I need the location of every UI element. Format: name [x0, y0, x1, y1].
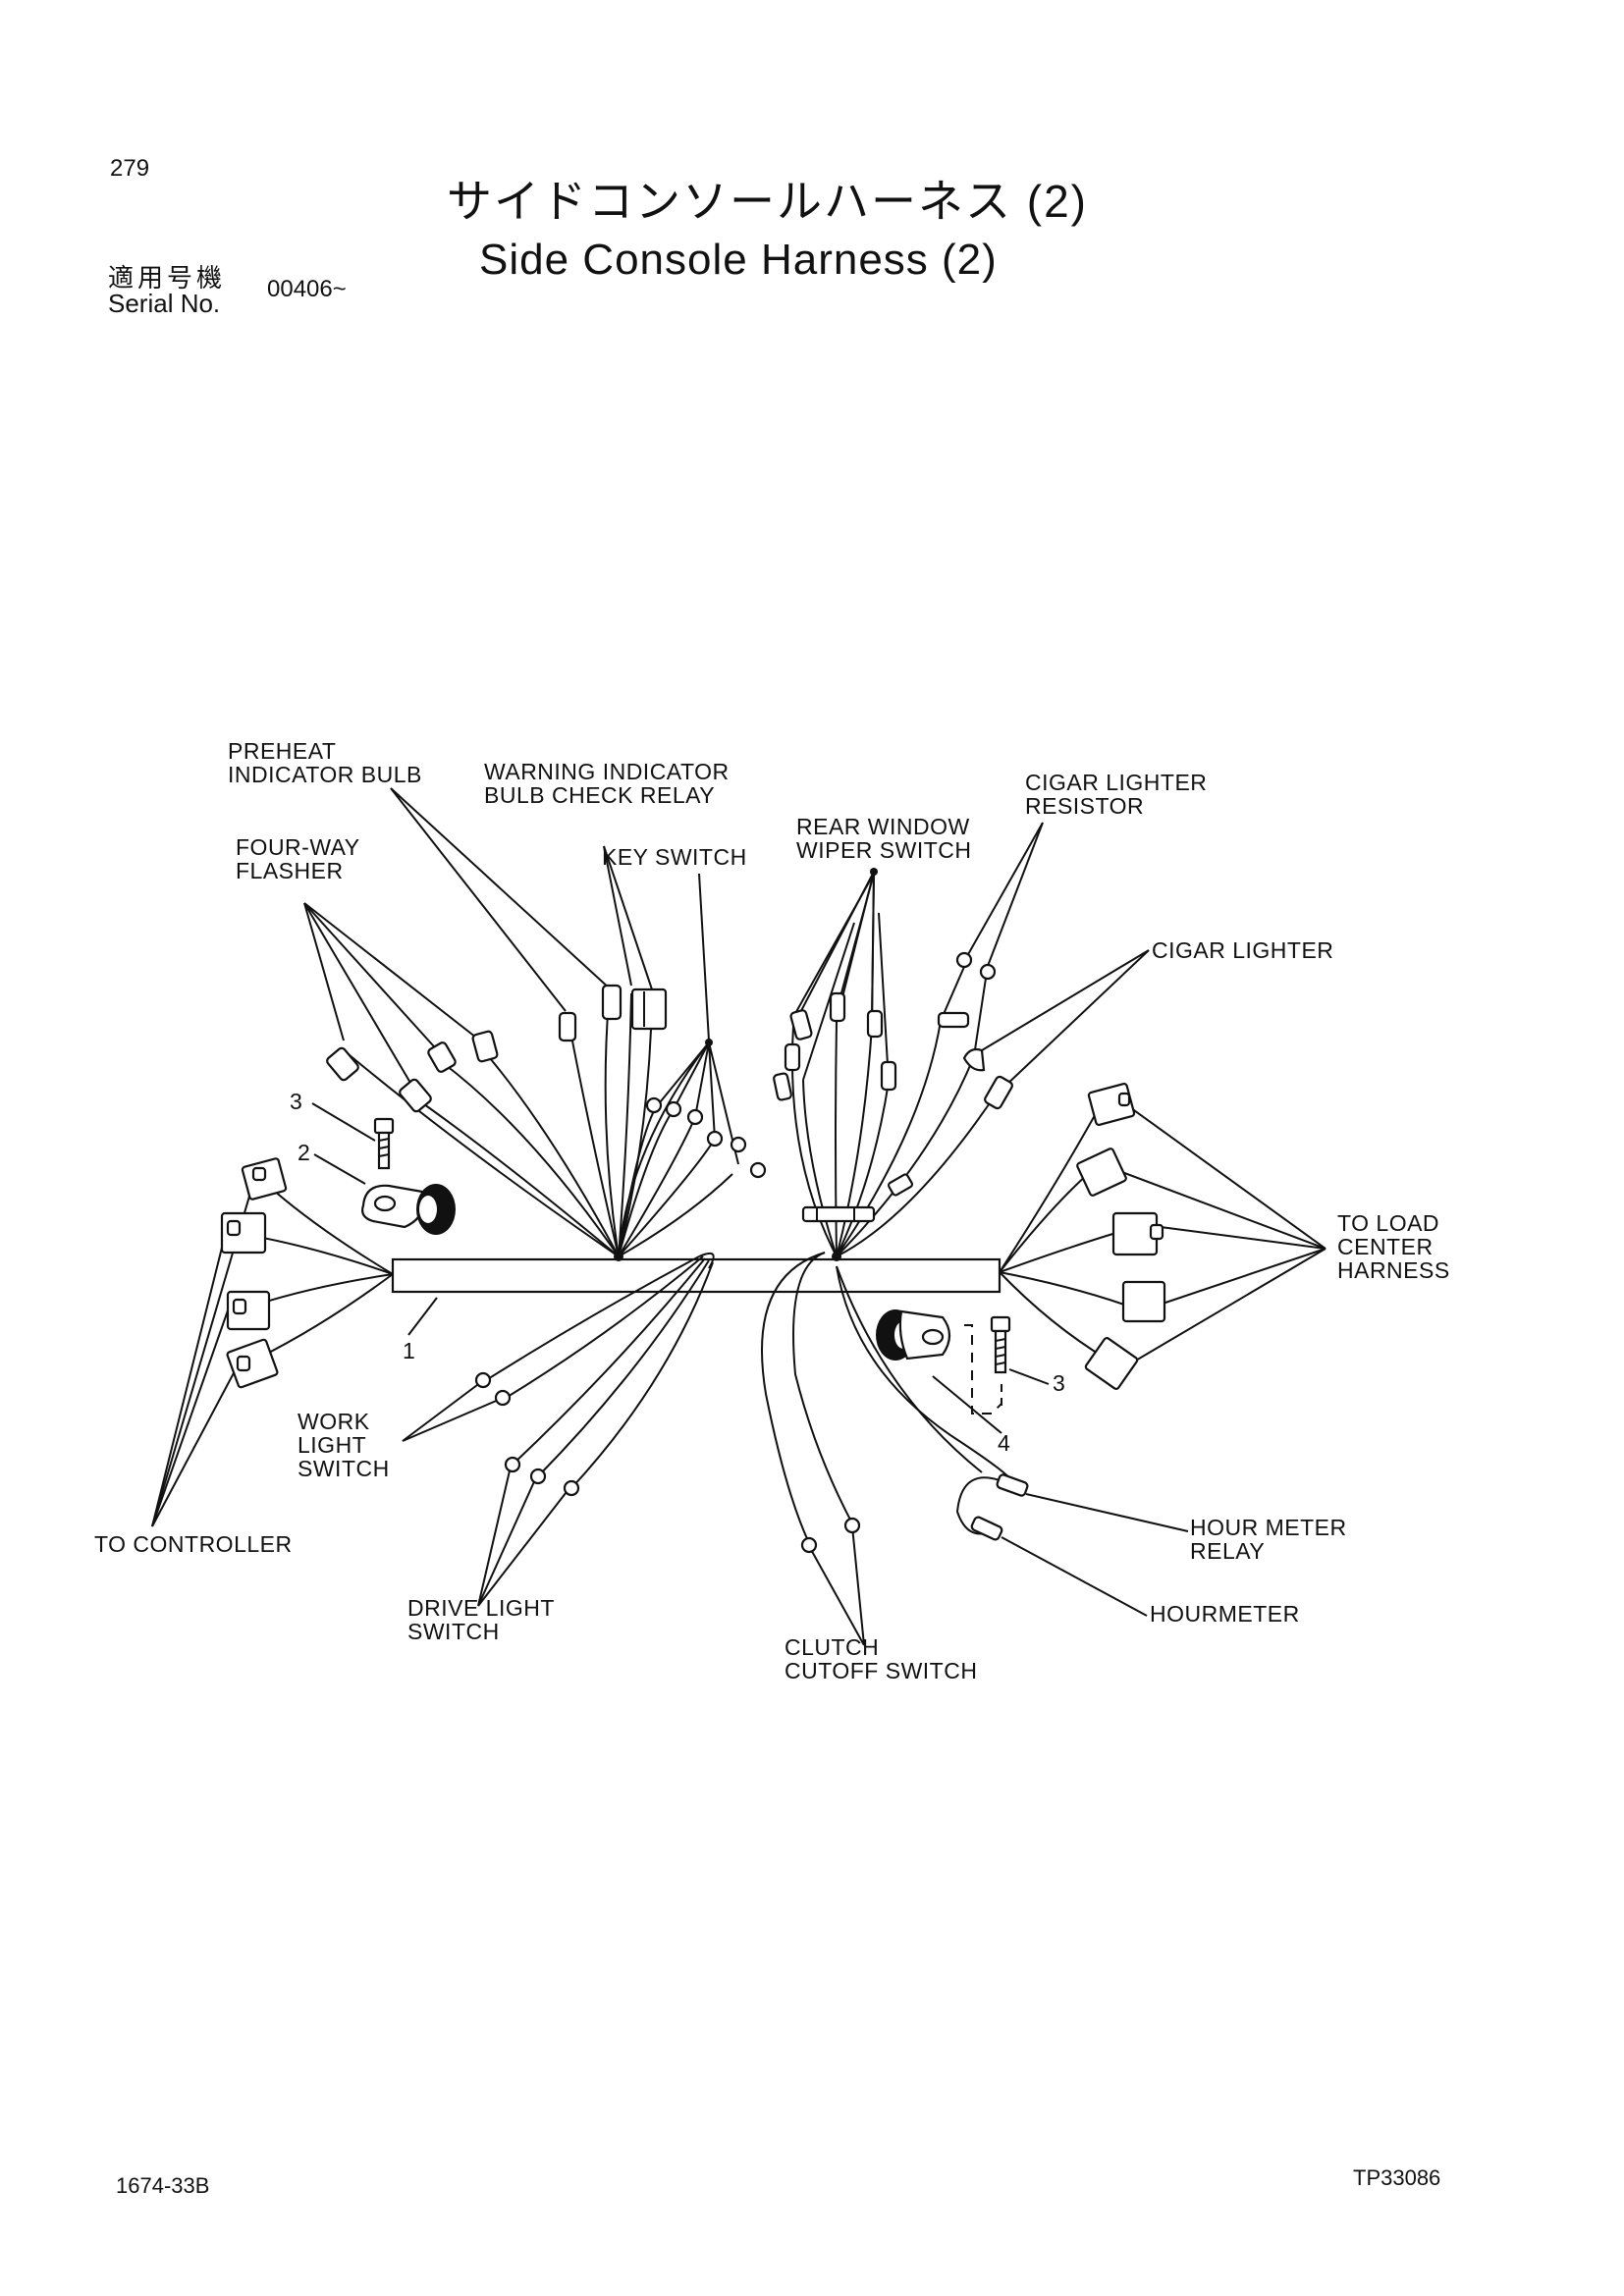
callout-1: 1 [403, 1338, 415, 1363]
key-switch-terminal [749, 1161, 767, 1179]
warning-relay-connector [630, 988, 668, 1031]
junction-dot-left [614, 1252, 623, 1261]
load-center-connector [1076, 1148, 1127, 1197]
cigar-lighter-connector [937, 1011, 970, 1029]
callout-3-right: 3 [1053, 1370, 1065, 1396]
hardware [361, 1117, 1011, 1415]
label-to-load-center-harness: TO LOAD CENTER HARNESS [1337, 1210, 1450, 1283]
wiper-switch-connector [789, 1009, 813, 1041]
work-light-switch-terminal [494, 1389, 512, 1407]
label-clutch-cutoff-switch: CLUTCH CUTOFF SWITCH [785, 1634, 977, 1683]
connectors-load-center [1076, 1082, 1166, 1390]
label-cigar-lighter-resistor: CIGAR LIGHTER RESISTOR [1025, 770, 1214, 819]
label-hour-meter-relay: HOUR METER RELAY [1190, 1515, 1354, 1564]
four-way-flasher-connector [399, 1078, 432, 1113]
bolt-icon [373, 1117, 395, 1170]
four-way-flasher-connector [326, 1046, 359, 1082]
footer-left-code: 1674-33B [116, 2173, 210, 2198]
label-drive-light-switch: DRIVE LIGHT SWITCH [407, 1595, 561, 1644]
preheat-bulb-connector [601, 984, 623, 1021]
hour-meter-relay-connector [996, 1473, 1029, 1497]
drive-light-switch-terminal [563, 1479, 580, 1497]
wiper-switch-connector [784, 1042, 801, 1072]
drive-light-switch-terminal [504, 1456, 521, 1473]
key-switch-terminal [706, 1130, 724, 1148]
callout-2: 2 [298, 1140, 310, 1165]
title-japanese: サイドコンソールハーネス (2) [447, 176, 1088, 227]
label-to-controller: TO CONTROLLER [94, 1531, 293, 1557]
callout-4: 4 [998, 1430, 1010, 1456]
connectors-controller [220, 1157, 288, 1389]
serial-label-english: Serial No. [108, 289, 221, 318]
load-center-connector [1121, 1280, 1166, 1323]
footer-right-code: TP33086 [1353, 2165, 1441, 2190]
key-switch-junction-dot [705, 1039, 713, 1046]
work-light-switch-terminal [474, 1371, 492, 1389]
serial-label-japanese: 適用号機 [108, 263, 227, 293]
wiper-switch-connector [880, 1060, 897, 1092]
wiper-switch-connector [829, 991, 846, 1023]
four-way-flasher-connector [427, 1041, 457, 1073]
harness-wires [246, 871, 1128, 1544]
hourmeter-connector [970, 1516, 1003, 1541]
load-center-connector [1084, 1337, 1139, 1390]
wiper-switch-connector [773, 1072, 792, 1101]
label-cigar-lighter: CIGAR LIGHTER [1152, 937, 1333, 963]
connectors-lower [474, 1371, 1029, 1554]
four-way-flasher-connector [471, 1030, 499, 1063]
label-warning-indicator-relay: WARNING INDICATOR BULB CHECK RELAY [484, 759, 735, 808]
label-key-switch: KEY SWITCH [602, 844, 747, 870]
cigar-lighter-connector [887, 1173, 914, 1197]
title-english: Side Console Harness (2) [479, 236, 998, 284]
clutch-cutoff-switch-terminal [800, 1536, 818, 1554]
cigar-lighter-connector [962, 1047, 986, 1072]
label-rear-window-wiper-switch: REAR WINDOW WIPER SWITCH [796, 814, 977, 863]
clutch-cutoff-switch-terminal [843, 1517, 861, 1534]
page-number: 279 [110, 155, 150, 182]
cigar-lighter-connector [984, 1075, 1013, 1110]
key-switch-terminal [645, 1096, 663, 1114]
label-work-light-switch: WORK LIGHT SWITCH [298, 1409, 390, 1481]
key-switch-terminal [730, 1136, 747, 1153]
callout-3-left: 3 [290, 1089, 302, 1114]
label-preheat-indicator-bulb: PREHEAT INDICATOR BULB [228, 738, 422, 787]
clamp-icon [876, 1309, 951, 1361]
wiper-switch-connector [866, 1009, 884, 1039]
bolt-icon [990, 1315, 1011, 1374]
cigar-lighter-resistor-terminal [979, 963, 997, 981]
clamp-icon [361, 1184, 456, 1235]
junction-dot-right [832, 1252, 841, 1261]
connectors-upper [326, 951, 1013, 1223]
controller-connector [226, 1338, 279, 1389]
wiper-switch-junction-dot [870, 868, 878, 876]
key-switch-terminal [686, 1108, 704, 1126]
wire-bundle-tie [801, 1205, 876, 1223]
label-four-way-flasher: FOUR-WAY FLASHER [236, 834, 366, 883]
main-harness-trunk [391, 1257, 1001, 1294]
cigar-lighter-resistor-terminal [955, 951, 973, 969]
serial-number-value: 00406~ [267, 276, 347, 302]
key-switch-terminal [665, 1100, 682, 1118]
preheat-bulb-connector [558, 1011, 577, 1042]
label-hourmeter: HOURMETER [1150, 1601, 1300, 1627]
leader-lines [151, 787, 1326, 1646]
drive-light-switch-terminal [529, 1468, 547, 1485]
